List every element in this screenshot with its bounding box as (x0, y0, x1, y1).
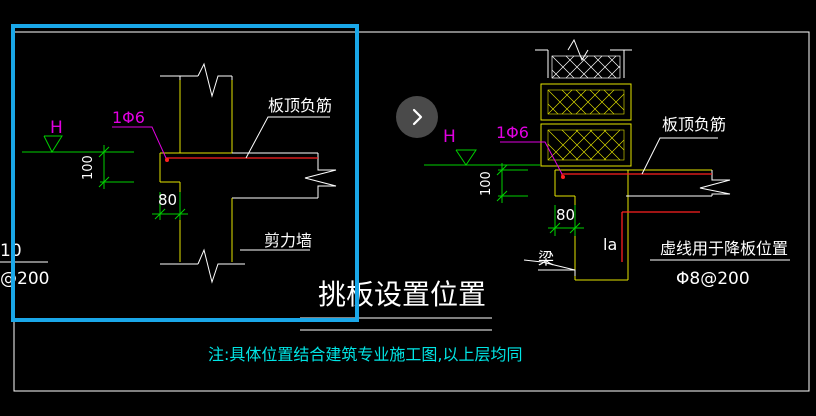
chevron-right-icon (412, 108, 423, 126)
right-dim-80: 80 (556, 206, 575, 224)
left-top-rebar-label: 板顶负筋 (268, 96, 332, 115)
left-detail (0, 62, 337, 284)
drawing-title: 挑板设置位置 (318, 278, 486, 311)
left-dim-80: 80 (158, 191, 177, 209)
left-dim-100: 100 (81, 155, 96, 180)
masonry-hatch (551, 55, 621, 79)
right-rebar-label: 1Φ6 (496, 123, 529, 142)
selection-box[interactable] (11, 24, 359, 322)
la-label: la (603, 235, 617, 254)
shear-wall-label: 剪力墙 (264, 231, 312, 250)
left-elevation-label: H (50, 118, 63, 138)
left-cut-label-a: 10 (0, 241, 22, 261)
right-elevation-label: H (443, 127, 456, 147)
dashed-note-label: 虚线用于降板位置 (660, 239, 788, 258)
right-dim-100: 100 (479, 171, 494, 196)
right-detail (424, 38, 790, 281)
left-rebar-label: 1Φ6 (112, 108, 145, 127)
stirrup-label: Φ8@200 (676, 269, 750, 289)
next-button[interactable] (396, 96, 438, 138)
drawing-note: 注:具体位置结合建筑专业施工图,以上层均同 (208, 345, 522, 364)
beam-label: 梁 (538, 249, 554, 268)
right-top-rebar-label: 板顶负筋 (662, 115, 726, 134)
